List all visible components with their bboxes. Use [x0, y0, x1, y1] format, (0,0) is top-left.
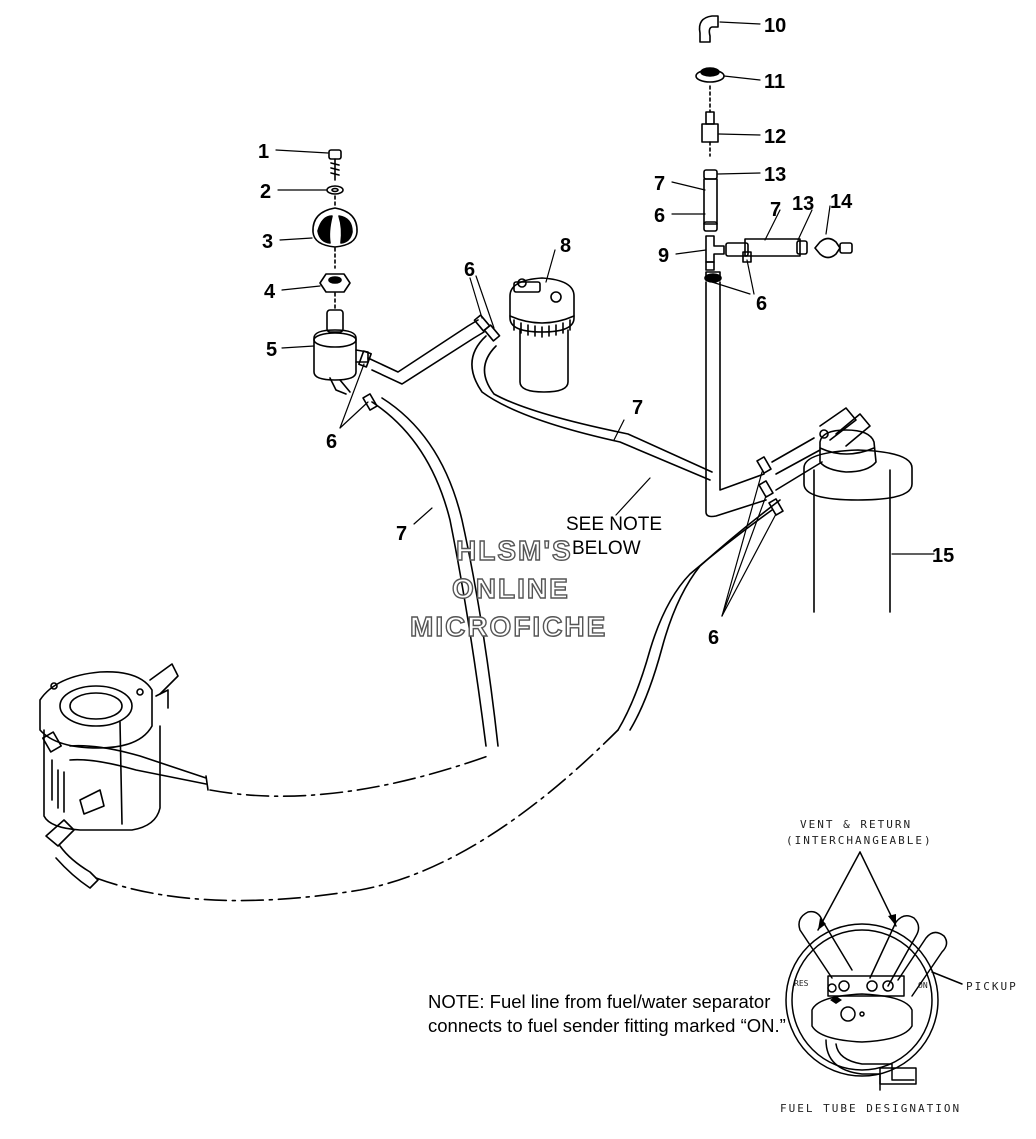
watermark: HLSM'S ONLINE MICROFICHE: [409, 534, 607, 642]
pickup-label: PICKUP: [966, 980, 1018, 993]
callout-6-separator: 6: [464, 259, 475, 281]
callout-2: 2: [260, 181, 271, 203]
callout-6-fitting: 6: [756, 293, 767, 315]
callout-3: 3: [262, 231, 273, 253]
res-label: RES: [794, 979, 809, 988]
see-note-label: SEE NOTE BELOW: [566, 514, 662, 559]
callout-13-side: 13: [792, 193, 814, 215]
fuel-line-note: NOTE: Fuel line from fuel/water separato…: [428, 991, 786, 1036]
watermark-line1: HLSM'S: [456, 535, 573, 566]
see-note-line1: SEE NOTE: [566, 514, 662, 535]
fuel-pump-assembly: [312, 149, 369, 395]
connection-lines: [95, 729, 619, 902]
callout-6-upper: 6: [654, 205, 665, 227]
callout-14: 14: [830, 191, 853, 213]
watermark-line2: ONLINE: [452, 573, 570, 604]
callout-7-separator-hose: 7: [632, 397, 643, 419]
callout-15: 15: [932, 545, 954, 567]
callout-7-carb-hose: 7: [396, 523, 407, 545]
on-label: ON: [918, 981, 928, 990]
fuel-water-separator: [509, 277, 575, 393]
leader-lines: [275, 21, 935, 617]
callout-1: 1: [258, 141, 269, 163]
fuel-hoses: [367, 319, 823, 747]
callout-12: 12: [764, 126, 786, 148]
callout-6-sender: 6: [708, 627, 719, 649]
callout-6-pump: 6: [326, 431, 337, 453]
see-note-line2: BELOW: [572, 538, 641, 559]
interchangeable-label: (INTERCHANGEABLE): [786, 834, 933, 847]
callout-11: 11: [764, 71, 785, 93]
callout-7-stack: 7: [654, 173, 665, 195]
vent-return-label: VENT & RETURN: [800, 818, 912, 831]
fuel-tank-sender: [803, 407, 913, 613]
hose-clamps: [358, 251, 784, 516]
callout-4: 4: [264, 281, 276, 303]
callout-13-stack: 13: [764, 164, 786, 186]
inset-caption: FUEL TUBE DESIGNATION: [780, 1102, 961, 1115]
callout-8: 8: [560, 235, 571, 257]
callout-labels: 1 2 3 4 5 6 6 6 6 6 7 7 7 7 8 9 10 11 12…: [258, 15, 954, 649]
callout-9: 9: [658, 245, 669, 267]
callout-5: 5: [266, 339, 277, 361]
callout-7-side: 7: [770, 199, 781, 221]
carburetor: [39, 663, 209, 889]
watermark-line3: MICROFICHE: [410, 611, 607, 642]
callout-10: 10: [764, 15, 786, 37]
fuel-tube-designation-inset: VENT & RETURN (INTERCHANGEABLE) PICKUP R…: [780, 818, 1018, 1115]
